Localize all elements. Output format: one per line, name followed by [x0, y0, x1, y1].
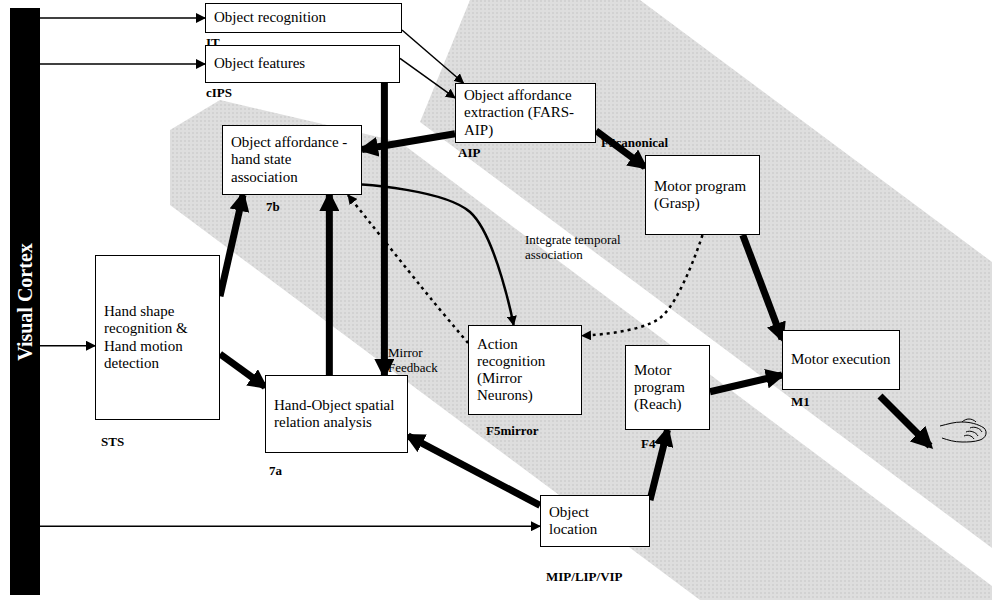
connector-arrow: [408, 436, 540, 506]
process-box: Object recognitionIT: [205, 3, 402, 33]
connector-arrow: [326, 195, 333, 375]
connector-arrow: [40, 345, 95, 347]
area-label: 7b: [266, 200, 280, 215]
process-box: Hand shape recognition & Hand motion det…: [95, 255, 220, 420]
box-text: Visual Cortex: [14, 243, 37, 361]
connector-arrow: [402, 30, 463, 83]
area-label: STS: [101, 435, 124, 450]
process-box: Motor program (Reach)F4: [625, 345, 710, 430]
connector-arrow: [40, 17, 205, 19]
area-label: AIP: [458, 146, 480, 161]
connector-arrow: [400, 58, 455, 98]
connector-arrow: [710, 375, 782, 392]
connector-arrow: [40, 63, 205, 65]
connector-arrow: [220, 195, 243, 296]
feedback-arrow: [582, 235, 703, 336]
connector-arrow: [220, 354, 265, 387]
box-text: Motor execution: [791, 351, 891, 368]
box-text: Object features: [214, 55, 391, 72]
output-arrow: [880, 396, 930, 446]
process-box: Action recognition (Mirror Neurons)F5mir…: [468, 325, 582, 415]
area-label: 7a: [269, 464, 282, 479]
process-box: Object affordance - hand state associati…: [222, 125, 362, 195]
area-label: M1: [791, 395, 810, 410]
process-box: Hand-Object spatial relation analysis7a: [265, 375, 408, 453]
process-box: Object affordance extraction (FARS-AIP)A…: [455, 83, 596, 143]
box-text: Hand shape recognition & Hand motion det…: [104, 303, 211, 372]
feedback-arrow: [348, 195, 468, 343]
process-box: Object featurescIPS: [205, 45, 400, 83]
shaded-band: [170, 100, 992, 600]
region-bar: Visual Cortex: [10, 8, 40, 595]
connector-arrow: [362, 185, 514, 326]
process-box: Motor program (Grasp)F5canonical: [645, 155, 760, 235]
process-box: Motor executionM1: [782, 330, 900, 390]
box-text: Object affordance - hand state associati…: [231, 134, 353, 186]
box-text: Motor program (Reach): [634, 362, 701, 414]
box-text: Object location: [549, 504, 641, 539]
box-text: Motor program (Grasp): [654, 178, 751, 213]
note-label: Integrate temporal association: [525, 233, 645, 263]
area-label: cIPS: [206, 86, 232, 101]
connector-arrow: [40, 525, 540, 527]
hand-icon: [940, 419, 986, 442]
edge-label: Mirror Feedback: [388, 346, 448, 376]
connector-arrow: [743, 235, 782, 339]
connector-arrow: [381, 83, 388, 375]
box-text: Action recognition (Mirror Neurons): [477, 336, 573, 405]
area-label: MIP/LIP/VIP: [546, 570, 623, 585]
process-box: Object locationMIP/LIP/VIP: [540, 495, 650, 547]
connector-arrow: [362, 134, 455, 150]
area-label: F5mirror: [486, 424, 538, 439]
box-text: Object affordance extraction (FARS-AIP): [464, 87, 587, 139]
area-label: F4: [641, 437, 655, 452]
area-label: F5canonical: [601, 136, 668, 151]
box-text: Hand-Object spatial relation analysis: [274, 397, 399, 432]
box-text: Object recognition: [214, 9, 393, 26]
